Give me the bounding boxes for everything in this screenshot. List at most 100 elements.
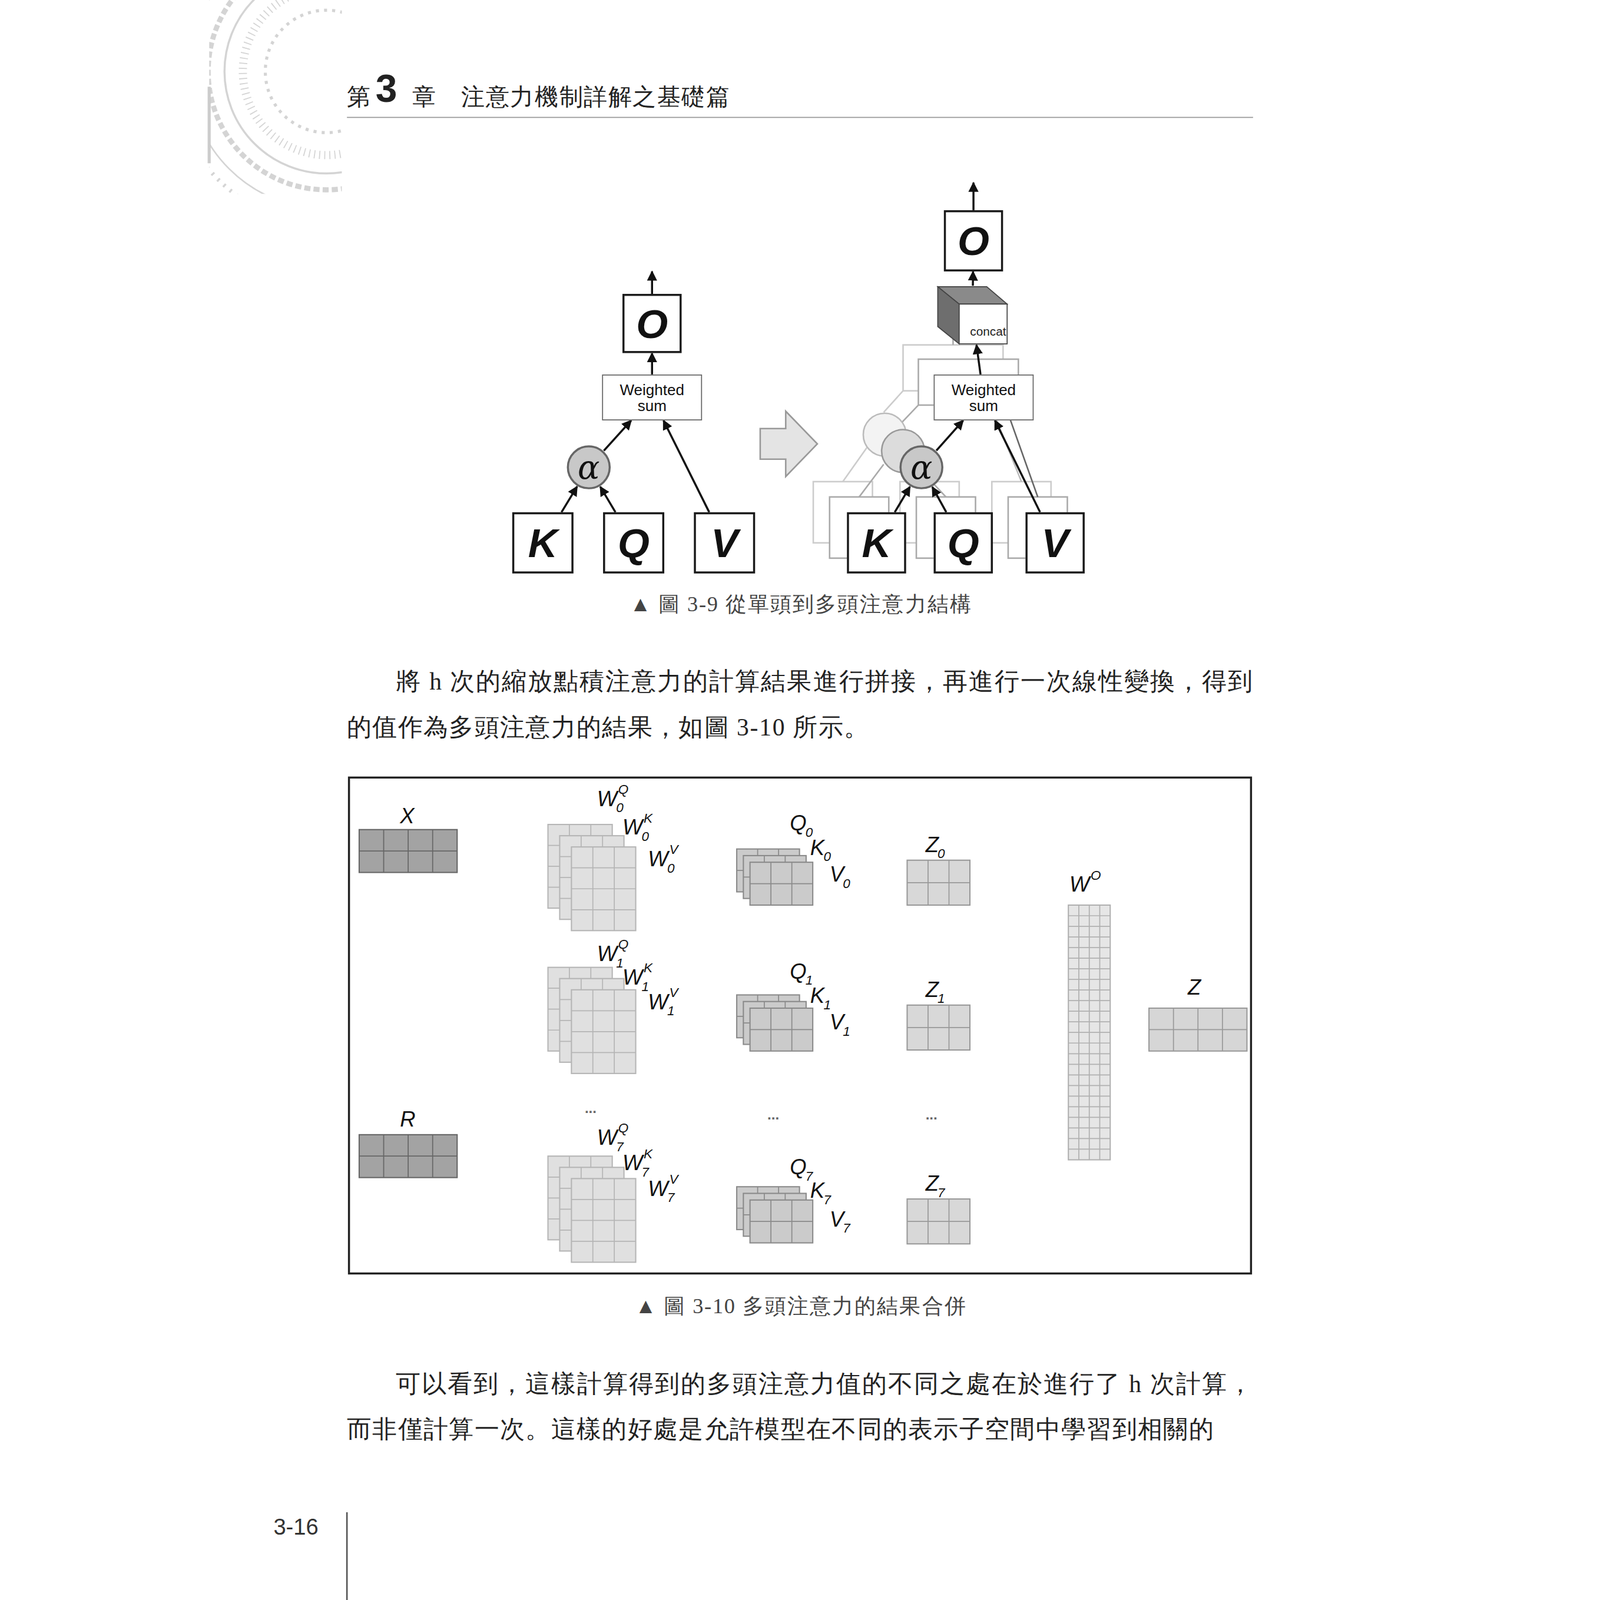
grid-line — [1068, 999, 1111, 1002]
grid-line — [1068, 1052, 1111, 1055]
grid-line — [1068, 1148, 1111, 1151]
matrix-label: Z — [925, 977, 939, 1003]
grid-line — [1068, 1063, 1111, 1065]
grid-line — [1068, 989, 1111, 991]
subscript: 7 — [615, 1138, 624, 1155]
ellipsis: ... — [925, 1105, 938, 1123]
grid-line — [1068, 1010, 1111, 1012]
matrix-label: Z — [1187, 975, 1201, 1001]
node-text: K — [528, 519, 558, 566]
node-text: concat — [969, 324, 1006, 339]
matrix — [1068, 905, 1111, 1161]
svg-part — [972, 182, 975, 211]
svg-part — [224, 0, 342, 174]
grid-line — [906, 1220, 970, 1222]
subscript: 0 — [641, 828, 650, 844]
chapter-number: 3 — [375, 67, 398, 112]
subscript: 0 — [842, 875, 851, 891]
svg-part — [242, 0, 342, 155]
node-text: V — [1041, 519, 1069, 566]
matrix-label: Q — [789, 811, 807, 837]
svg-part — [651, 271, 654, 294]
matrix-box: Q — [933, 512, 993, 574]
process-box: Weighted sum — [601, 374, 702, 421]
svg-part — [346, 1512, 349, 1600]
grid-line — [750, 883, 814, 885]
matrix-label: W — [597, 1125, 618, 1151]
grid-line — [571, 909, 636, 911]
grid-line — [359, 1155, 457, 1157]
subscript: 1 — [641, 978, 650, 995]
svg-part — [209, 0, 342, 194]
grid-line — [359, 850, 457, 852]
grid-line — [1148, 1029, 1247, 1031]
node-text: α — [910, 448, 933, 488]
node-text: V — [710, 519, 738, 566]
svg-part — [842, 446, 868, 482]
grid-line — [1068, 925, 1111, 927]
svg-part — [883, 391, 904, 413]
arrow-connector — [932, 487, 947, 513]
subscript: 7 — [667, 1189, 675, 1205]
node-text: O — [957, 217, 990, 264]
arrow-connector — [663, 420, 710, 513]
subscript: 1 — [823, 996, 831, 1013]
matrix-label: W — [622, 965, 643, 990]
matrix — [359, 829, 457, 873]
svg-part — [349, 777, 1252, 1274]
matrix — [906, 860, 970, 906]
matrix-box: V — [1025, 512, 1085, 574]
circle-shape — [900, 446, 943, 489]
grid-line — [750, 1029, 814, 1031]
matrix-label: W — [622, 815, 643, 840]
matrix-box: O — [622, 293, 682, 354]
grid-line — [1068, 936, 1111, 938]
arrow-connector — [600, 486, 616, 512]
matrix-label: V — [829, 862, 844, 887]
subscript: 7 — [937, 1184, 946, 1201]
grid-line — [1068, 1031, 1111, 1033]
chapter-word: 第 — [346, 81, 371, 114]
chapter-word: 章 — [412, 81, 436, 114]
subscript: 0 — [667, 860, 675, 876]
arrow-connector — [651, 353, 654, 375]
matrix-label: Q — [789, 1155, 807, 1181]
grid-line — [906, 1027, 970, 1029]
svg-part — [346, 116, 1254, 118]
grid-line — [1068, 1021, 1111, 1023]
arrow-connector — [561, 486, 578, 513]
matrix-label: K — [810, 835, 825, 861]
body-paragraph: 將 h 次的縮放點積注意力的計算結果進行拼接，再進行一次線性變換，得到的值作為多… — [346, 658, 1254, 751]
matrix — [359, 1134, 457, 1178]
matrix-label: Z — [925, 832, 939, 858]
matrix-box: V — [693, 512, 755, 574]
subscript: 0 — [937, 845, 946, 861]
svg-part — [207, 86, 211, 164]
superscript: Q — [618, 936, 629, 953]
matrix — [571, 989, 636, 1074]
figure-caption: ▲ 圖 3-9 從單頭到多頭注意力結構 — [630, 590, 973, 619]
grid-line — [1068, 1074, 1111, 1076]
grid-line — [1068, 1117, 1111, 1119]
superscript: V — [668, 842, 678, 858]
arrow-connector — [995, 420, 1041, 513]
grid-line — [1068, 1042, 1111, 1044]
grid-line — [906, 882, 970, 884]
weight-circle: α — [566, 444, 612, 490]
svg-part — [842, 336, 1038, 498]
grid-line — [1068, 1095, 1111, 1097]
svg-part — [760, 411, 818, 477]
grid-line — [1068, 1127, 1111, 1129]
superscript: Q — [618, 781, 629, 797]
matrix-label: R — [399, 1107, 416, 1132]
subscript: 1 — [667, 1002, 675, 1019]
matrix-label: K — [810, 1178, 825, 1204]
grid-line — [750, 1220, 814, 1222]
superscript: K — [643, 810, 653, 826]
grid-line — [571, 1051, 636, 1053]
matrix-box: Q — [603, 512, 665, 574]
matrix — [906, 1005, 970, 1050]
matrix-label: K — [810, 983, 825, 1009]
